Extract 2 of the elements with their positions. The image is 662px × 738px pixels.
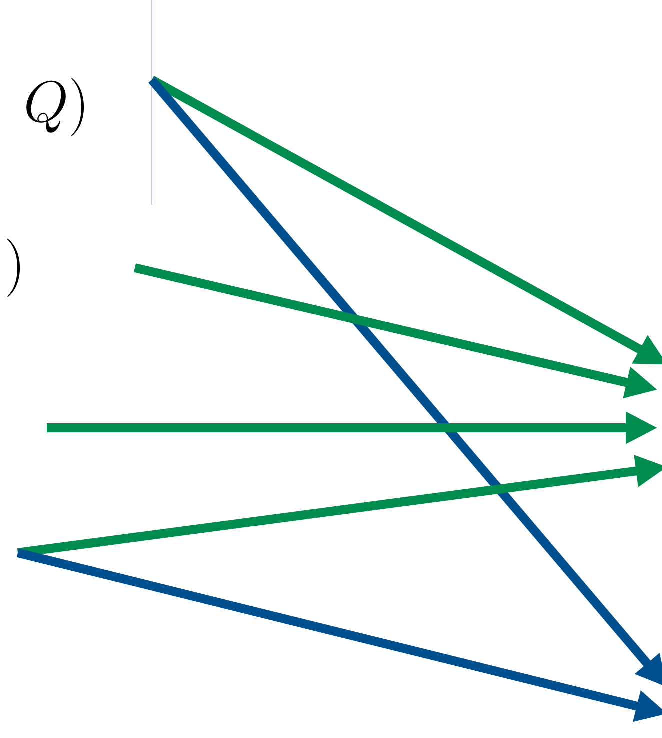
math-label: $)$ — [8, 239, 20, 297]
math-label: $Q)$ — [26, 78, 84, 136]
